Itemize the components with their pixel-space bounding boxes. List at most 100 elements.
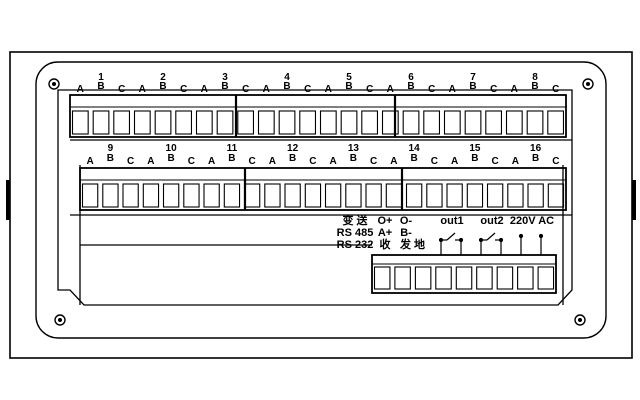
- terminal-letter: B: [107, 153, 114, 164]
- top-terminal-cell: [526, 110, 544, 135]
- screw-top-left: [48, 78, 60, 90]
- terminal-letter: A: [263, 84, 270, 95]
- top-terminal-cell: [133, 110, 151, 135]
- right-side-tab: [632, 180, 636, 220]
- comm-col3-line2: B-: [400, 227, 412, 239]
- screw-bottom-right: [574, 314, 586, 326]
- middle-terminal-cell: [365, 183, 382, 208]
- terminal-letter: B: [345, 81, 352, 92]
- terminal-letter: C: [309, 156, 316, 167]
- top-terminal-cell: [361, 110, 379, 135]
- bottom-terminal-cell: [394, 266, 411, 290]
- top-terminal-cells: [71, 110, 565, 135]
- middle-terminal-cell: [324, 183, 342, 208]
- terminal-letter: A: [512, 156, 519, 167]
- comm-col1-line1: 变 送: [342, 213, 368, 227]
- comm-col1-line2: RS 485: [337, 227, 374, 239]
- bottom-terminal-strip: [371, 254, 557, 294]
- terminal-letter: B: [159, 81, 166, 92]
- channel-number: 10: [166, 143, 178, 154]
- bottom-terminal-cell: [455, 266, 473, 290]
- channel-number: 11: [227, 143, 238, 154]
- bottom-terminal-cell: [537, 266, 555, 290]
- terminal-letter: A: [511, 84, 518, 95]
- middle-terminal-cell: [527, 183, 544, 208]
- middle-terminal-strip: [79, 167, 567, 211]
- middle-terminal-cells: [81, 183, 565, 208]
- top-terminal-cell: [443, 110, 461, 135]
- middle-terminal-cell: [162, 183, 180, 208]
- terminal-letter: B: [350, 153, 357, 164]
- terminal-letter: B: [531, 81, 538, 92]
- terminal-letter: C: [428, 84, 435, 95]
- channel-number: 3: [222, 72, 228, 83]
- bottom-terminal-cell: [476, 266, 493, 290]
- terminal-letter: C: [304, 84, 311, 95]
- middle-terminal-cell: [446, 183, 463, 208]
- top-terminal-cell: [423, 110, 441, 135]
- comm-col3-line1: O-: [400, 215, 413, 227]
- top-terminal-cell: [154, 110, 172, 135]
- terminal-letter: B: [410, 153, 417, 164]
- channel-number: 1: [98, 72, 104, 83]
- comm-col1-line3: RS 232: [337, 239, 374, 251]
- middle-terminal-cell: [81, 183, 99, 208]
- middle-terminal-cell: [345, 183, 362, 208]
- relay-contact-out1-icon: [438, 232, 464, 255]
- terminal-letter: A: [147, 156, 154, 167]
- screw-top-right: [582, 78, 594, 90]
- middle-terminal-cell: [385, 183, 403, 208]
- middle-terminal-cell: [203, 183, 220, 208]
- terminal-letter: A: [201, 84, 208, 95]
- terminal-letter: C: [127, 156, 134, 167]
- middle-terminal-cell: [142, 183, 160, 208]
- terminal-letter: B: [167, 153, 174, 164]
- top-terminal-cell: [402, 110, 420, 135]
- top-terminal-strip: [69, 94, 567, 138]
- bottom-terminal-cell: [373, 266, 391, 290]
- terminal-letter: A: [86, 156, 93, 167]
- channel-number: 8: [532, 72, 538, 83]
- terminal-letter: C: [242, 84, 249, 95]
- middle-terminal-cell: [507, 183, 524, 208]
- terminal-letter: A: [325, 84, 332, 95]
- channel-number: 13: [348, 143, 360, 154]
- top-terminal-cell: [195, 110, 213, 135]
- terminal-letter: A: [269, 156, 276, 167]
- terminal-letter: C: [552, 84, 559, 95]
- top-terminal-cell: [299, 110, 317, 135]
- terminal-letter: A: [451, 156, 458, 167]
- channel-number: 2: [160, 72, 166, 83]
- terminal-letter: C: [491, 156, 498, 167]
- terminal-letter: A: [449, 84, 456, 95]
- channel-number: 14: [409, 143, 421, 154]
- terminal-letter: B: [469, 81, 476, 92]
- middle-terminal-cell: [486, 183, 504, 208]
- middle-terminal-cell: [426, 183, 443, 208]
- relay-contact-out2-icon: [478, 232, 504, 255]
- channel-number: 6: [408, 72, 414, 83]
- terminal-letter: B: [407, 81, 414, 92]
- terminal-letter: B: [221, 81, 228, 92]
- terminal-letter: C: [490, 84, 497, 95]
- terminal-letter: C: [188, 156, 195, 167]
- top-terminal-cell: [340, 110, 358, 135]
- screw-bottom-left: [54, 314, 66, 326]
- channel-number: 7: [470, 72, 476, 83]
- middle-terminal-cell: [284, 183, 301, 208]
- terminal-letter: C: [118, 84, 125, 95]
- top-terminal-cell: [216, 110, 234, 135]
- middle-terminal-cell: [466, 183, 484, 208]
- middle-terminal-cell: [183, 183, 200, 208]
- top-terminal-cell: [319, 110, 337, 135]
- top-terminal-cell: [464, 110, 482, 135]
- terminal-base-body: [57, 89, 573, 306]
- bottom-terminal-cell: [414, 266, 432, 290]
- top-terminal-cell: [547, 110, 565, 135]
- terminal-letter: B: [471, 153, 478, 164]
- terminal-letter: A: [77, 84, 84, 95]
